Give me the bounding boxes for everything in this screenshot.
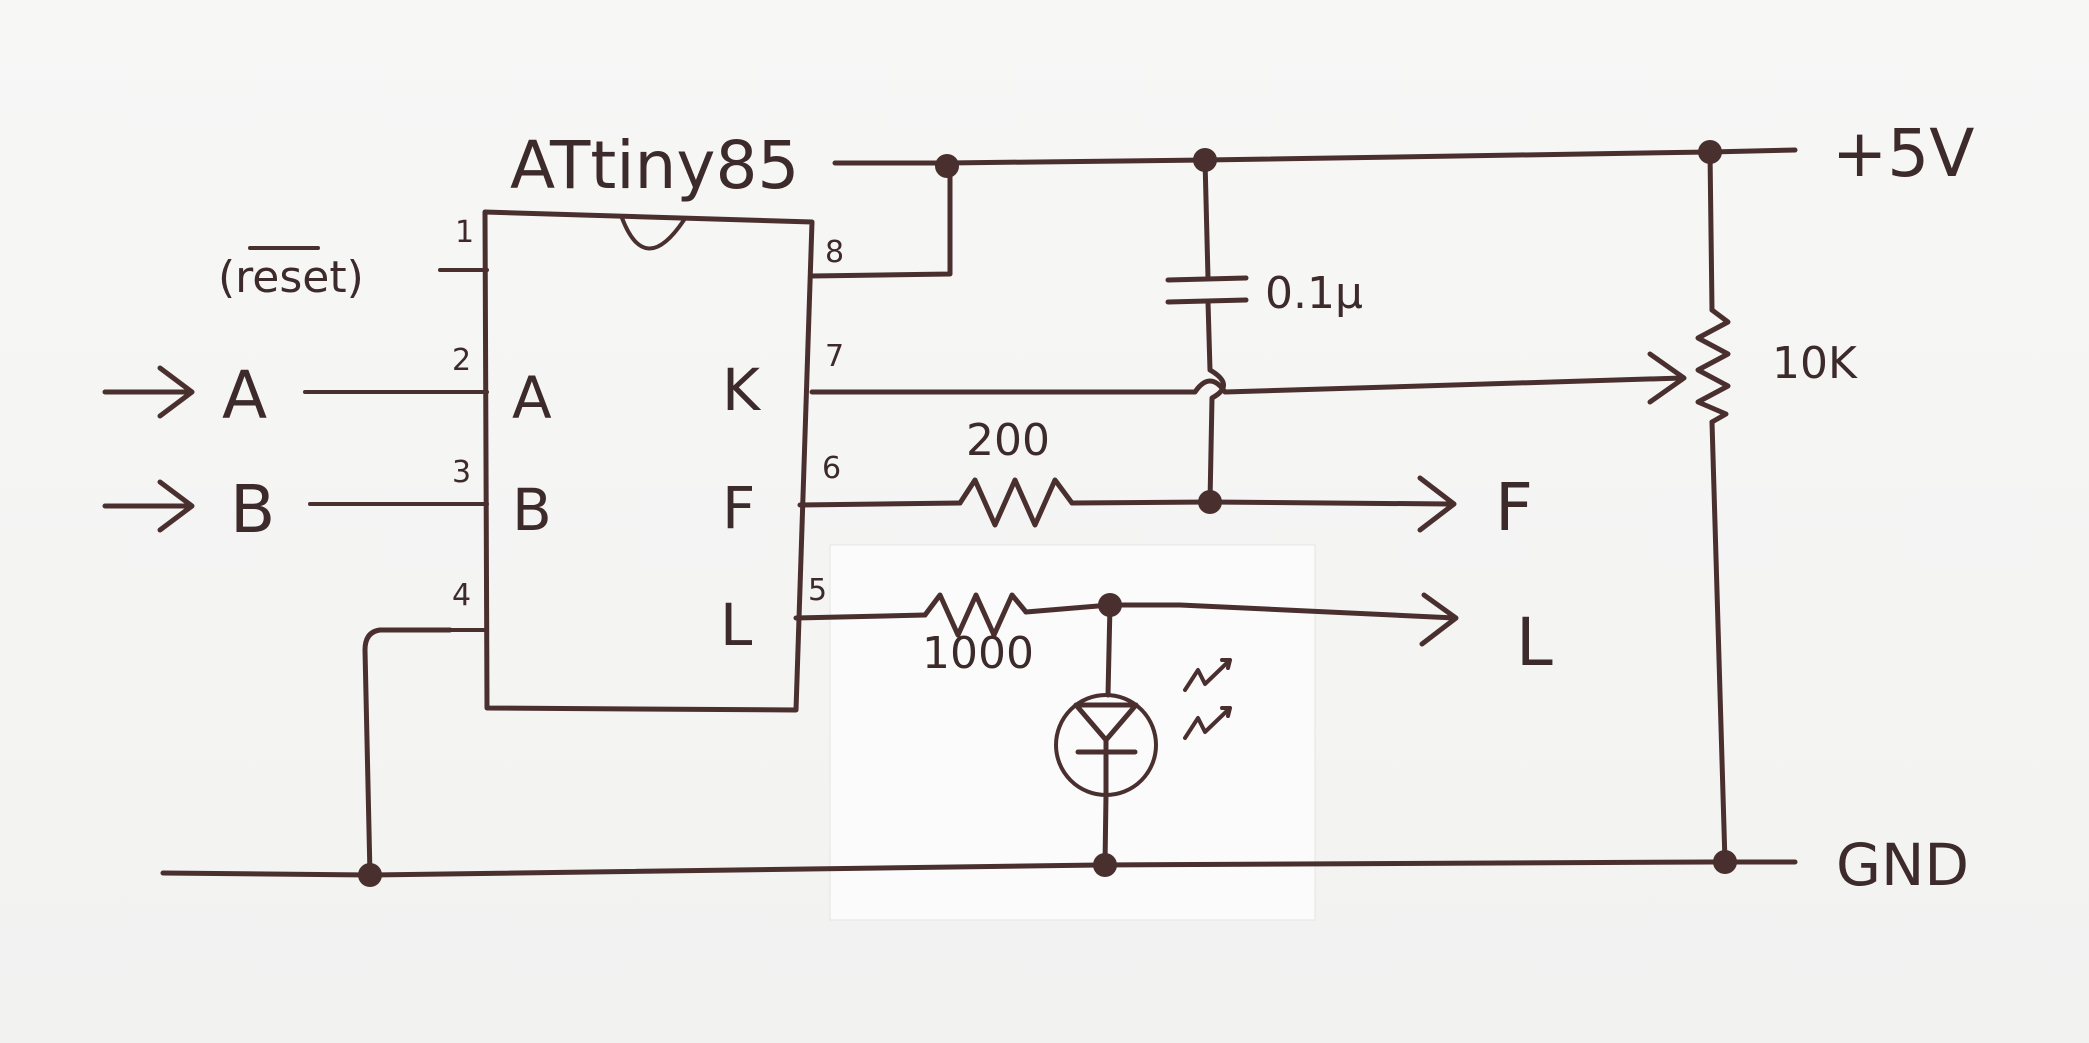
chip-notch — [620, 216, 686, 251]
pin2-label: A — [512, 364, 552, 432]
l-output-wire — [1023, 602, 1458, 621]
output-f-label: F — [1495, 469, 1533, 546]
junction-dot — [1713, 850, 1737, 874]
pin7-number: 7 — [825, 339, 844, 374]
pin7-label: K — [722, 356, 762, 424]
light-emission-icon — [1183, 658, 1232, 740]
attiny85-chip — [482, 209, 815, 713]
pin7-wiper-wire — [809, 375, 1685, 395]
cap-bottom-lead — [1205, 299, 1226, 505]
capacitor-value: 0.1μ — [1265, 268, 1363, 319]
vcc-label: +5V — [1832, 115, 1974, 192]
vcc-rail — [832, 147, 1798, 166]
arrow-right-icon — [102, 365, 195, 419]
pin5-number: 5 — [808, 573, 827, 608]
input-b — [102, 479, 442, 533]
pin3-number: 3 — [452, 455, 471, 490]
junction-dot — [1193, 148, 1217, 172]
f-output-wire — [1069, 499, 1453, 507]
pin6-number: 6 — [822, 451, 841, 486]
pin4-ground-wire — [362, 627, 453, 878]
junction-dot — [358, 863, 382, 887]
pin6-wire — [797, 500, 963, 508]
pot-bottom-lead — [1709, 419, 1728, 865]
pin4-number: 4 — [452, 578, 471, 613]
input-a-label: A — [222, 357, 267, 434]
input-a — [102, 365, 442, 419]
pin5-wire — [793, 612, 928, 621]
resistor-l-value: 1000 — [922, 628, 1034, 679]
led-top-lead — [1105, 602, 1113, 698]
input-b-label: B — [230, 471, 275, 548]
junction-dot — [1698, 140, 1722, 164]
junction-dot — [1198, 490, 1222, 514]
cap-top-lead — [1202, 157, 1211, 281]
arrow-right-icon — [1417, 475, 1457, 533]
wiper-arrow-icon — [1647, 351, 1687, 405]
arrow-right-icon — [102, 479, 195, 533]
pot-value: 10K — [1772, 338, 1858, 389]
gnd-label: GND — [1836, 831, 1969, 899]
junction-dot — [935, 154, 959, 178]
arrow-right-icon — [1419, 592, 1459, 647]
resistor-icon — [922, 592, 1029, 638]
pin8-wire — [809, 165, 953, 279]
pin1-number: 1 — [455, 215, 474, 250]
resistor-f-value: 200 — [966, 415, 1050, 466]
potentiometer-icon — [1695, 307, 1731, 425]
pin8-number: 8 — [825, 235, 844, 270]
chip-name: ATtiny85 — [510, 127, 799, 204]
capacitor-icon — [1165, 275, 1249, 305]
pin6-label: F — [722, 474, 755, 542]
resistor-icon — [957, 477, 1075, 528]
pot-top-lead — [1707, 149, 1715, 313]
pin3-label: B — [512, 476, 552, 544]
junction-dot — [1098, 593, 1122, 617]
led-icon — [1054, 693, 1158, 798]
junction-dot — [1093, 853, 1117, 877]
reset-label: (reset) — [218, 252, 364, 303]
output-l-label: L — [1516, 604, 1553, 681]
pin5-label: L — [720, 591, 752, 659]
pin2-number: 2 — [452, 343, 471, 378]
